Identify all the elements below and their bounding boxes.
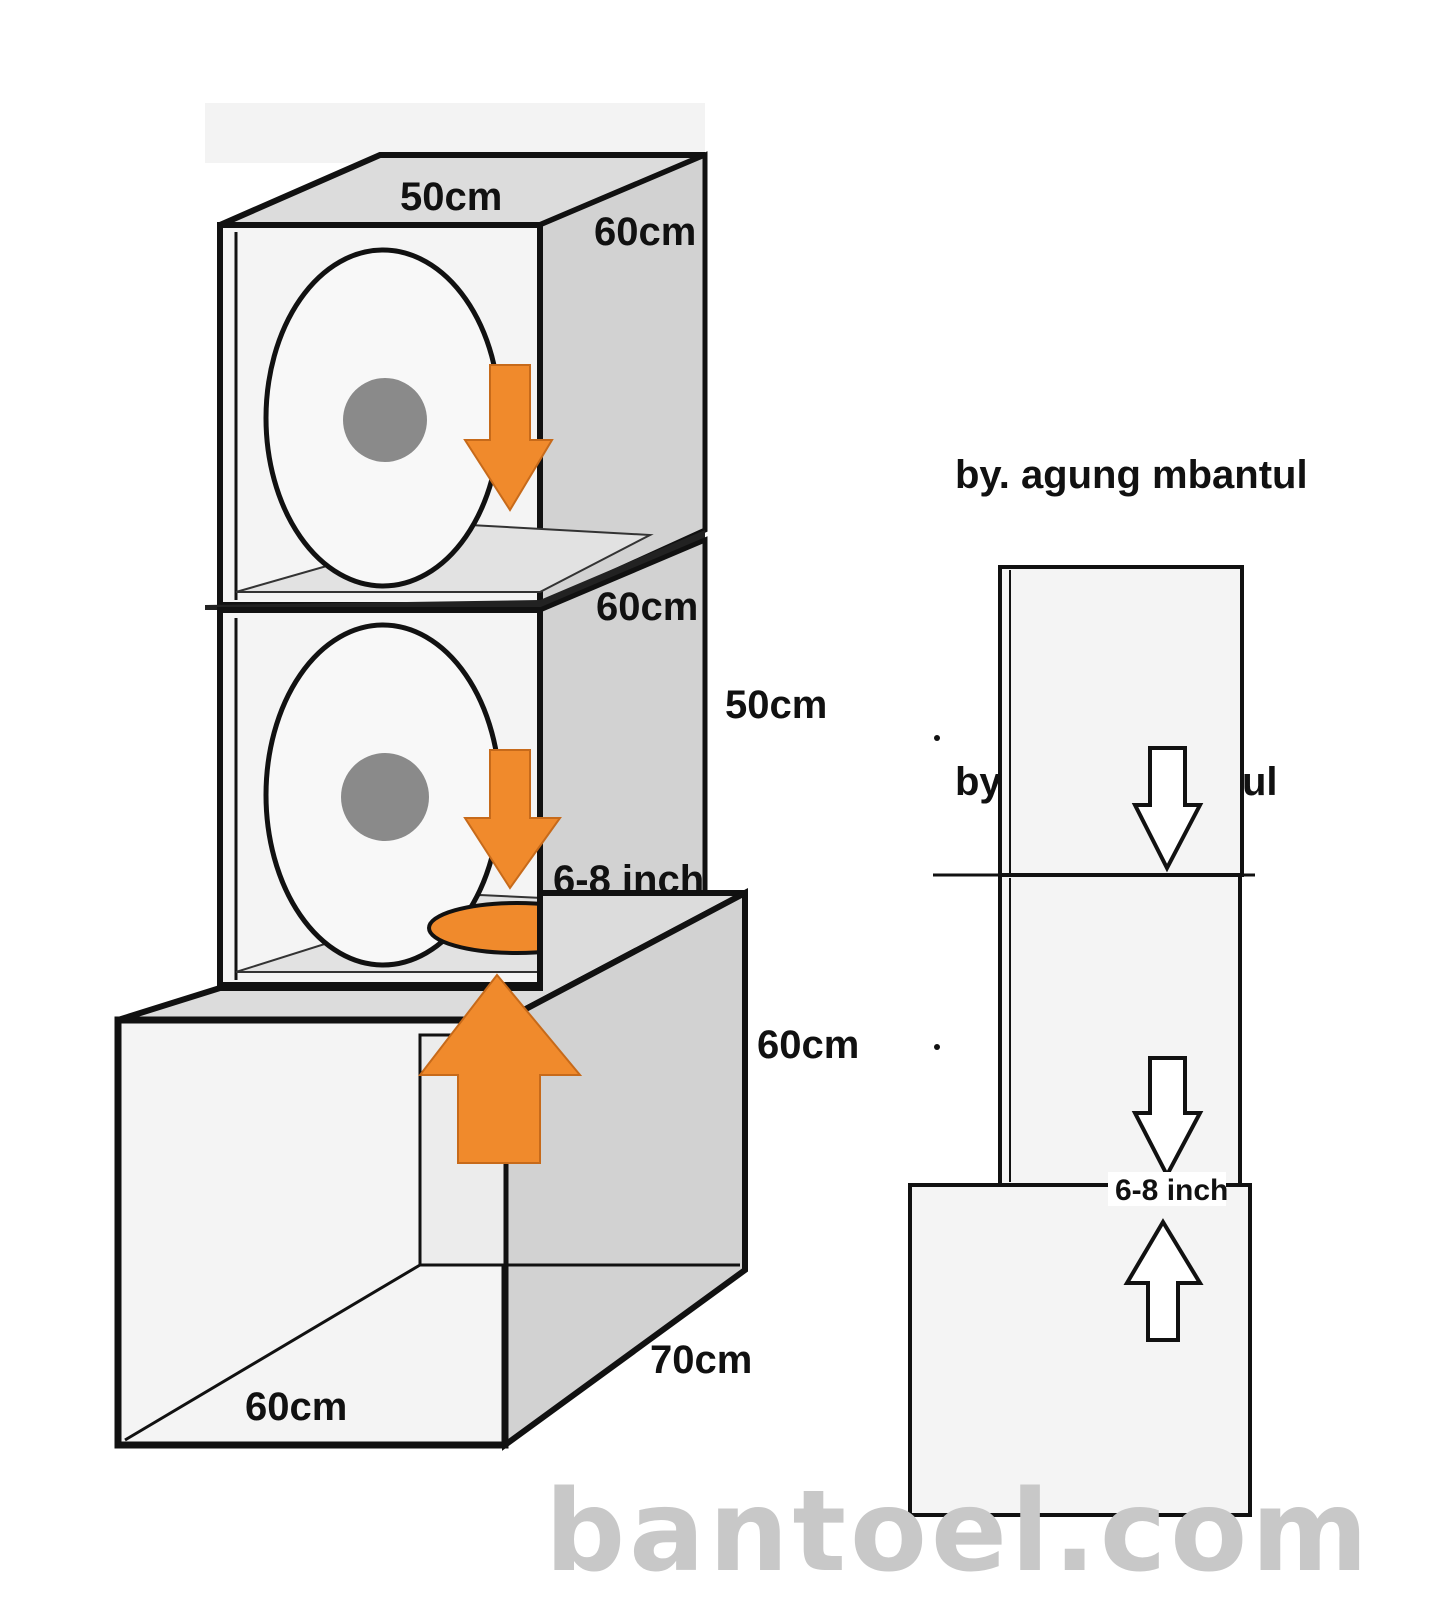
top-arrow-down-icon (463, 364, 554, 512)
credit-fragment-right: ul (1242, 760, 1278, 804)
label-top-box-width: 50cm (400, 175, 502, 219)
side-bottom-arrow-up-icon (1123, 1218, 1204, 1342)
label-bottom-box-width: 60cm (245, 1385, 347, 1429)
bottom-box (114, 888, 748, 1451)
side-port-label-bg (1108, 1172, 1226, 1206)
middle-woofer-dust-cap (341, 753, 429, 841)
middle-box (217, 536, 708, 989)
label-middle-box-height: 50cm (725, 683, 827, 727)
credit-text: by. agung mbantul (955, 453, 1308, 497)
side-bottom-section (908, 1183, 1252, 1517)
watermark-text: bantoel.com (545, 1467, 1372, 1597)
bottom-box-inner-diagonal (124, 1263, 421, 1442)
bottom-arrow-up-icon (417, 973, 583, 1164)
dot-marker (934, 735, 940, 741)
credit-fragment-left: by (955, 760, 1002, 804)
isometric-stack (114, 103, 748, 1451)
side-middle-section (998, 873, 1242, 1187)
middle-arrow-down-icon (463, 749, 562, 890)
label-bottom-box-depth: 70cm (650, 1338, 752, 1382)
side-top-arrow-down-icon (1131, 746, 1204, 873)
top-box (217, 151, 708, 609)
top-divider-slab (205, 530, 705, 610)
side-port-label: 6-8 inch (1115, 1174, 1228, 1207)
label-top-box-depth: 60cm (594, 210, 696, 254)
dimension-labels: 50cm 60cm 60cm 50cm 6-8 inch 60cm 70cm 6… (245, 175, 859, 1429)
side-top-section (998, 565, 1244, 877)
label-bottom-box-height: 60cm (757, 1023, 859, 1067)
side-middle-arrow-down-icon (1131, 1056, 1204, 1180)
label-middle-box-depth: 60cm (596, 585, 698, 629)
top-woofer-dust-cap (343, 378, 427, 462)
dot-marker (934, 1044, 940, 1050)
label-port-size: 6-8 inch (553, 858, 704, 902)
side-view: by. agung mbantul 6-8 inch by ul (908, 453, 1308, 1517)
